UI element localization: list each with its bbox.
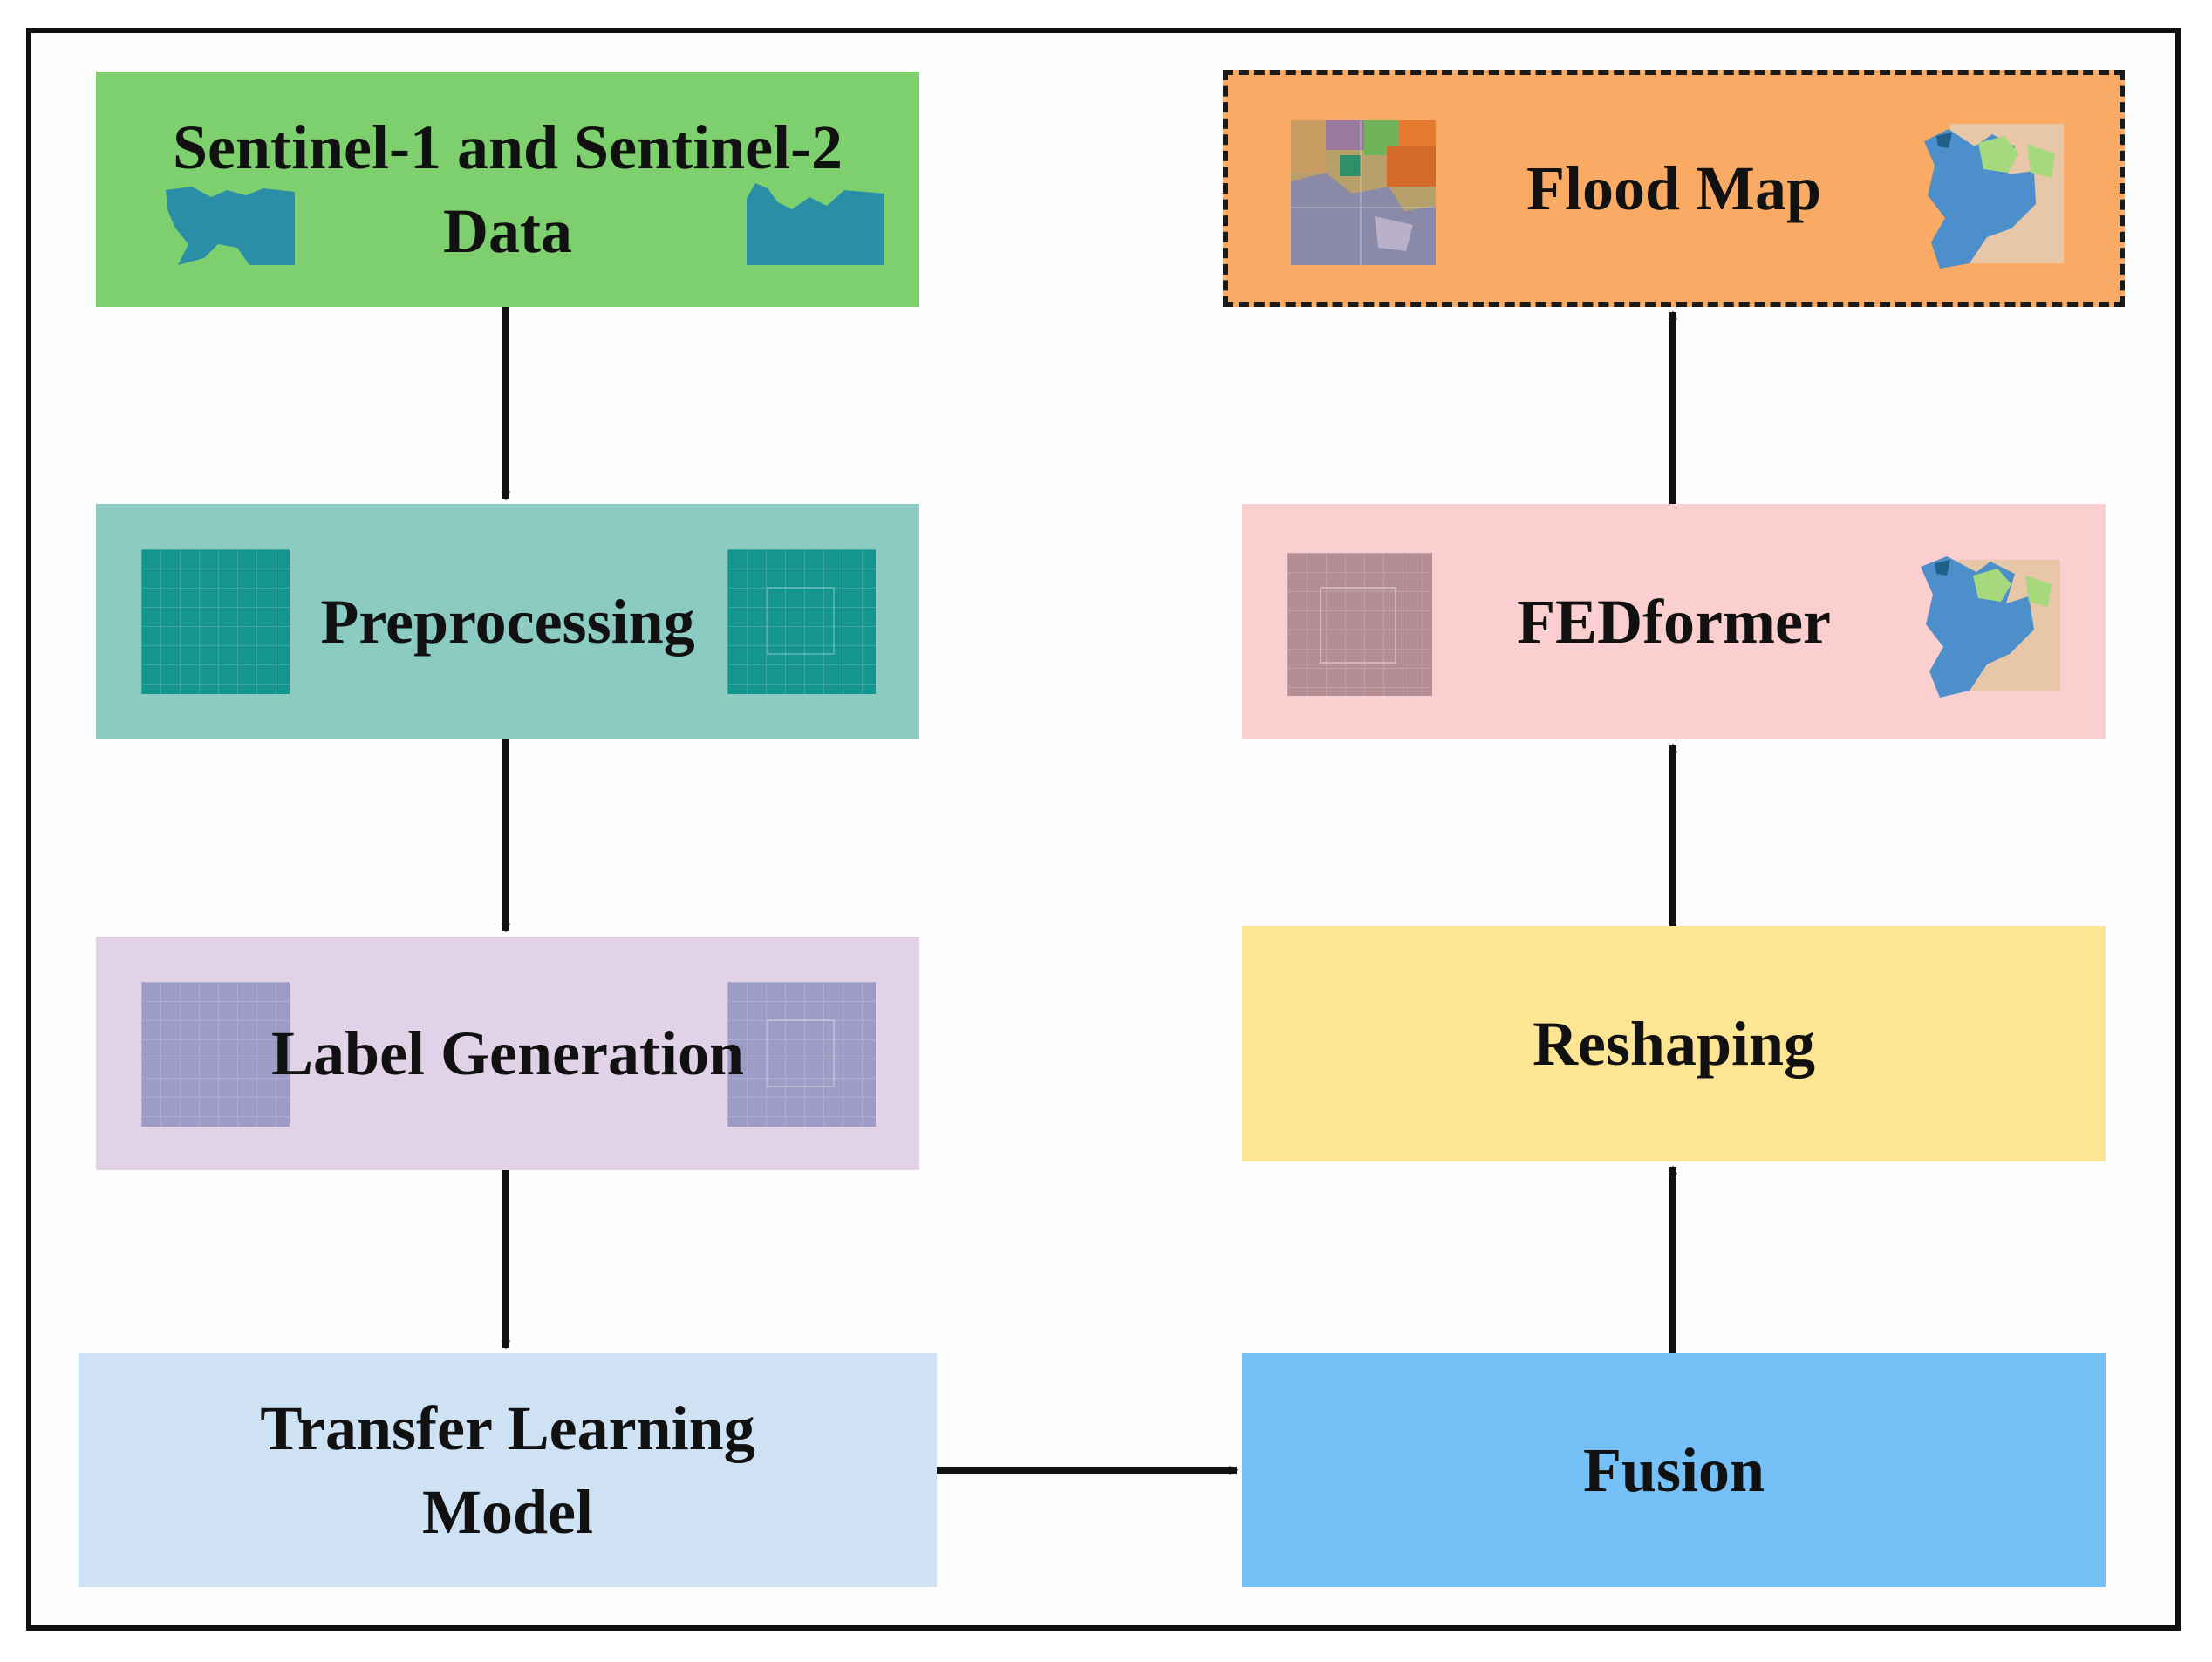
node-label-generation: Label Generation (96, 937, 919, 1170)
node-flood-map: Flood Map (1223, 70, 2125, 307)
grid-tile-icon (141, 549, 290, 694)
grid-tile-icon (727, 549, 876, 694)
flood-map-thumbnail-icon (1924, 124, 2064, 269)
node-transfer-learning-model: Transfer Learning Model (79, 1353, 937, 1587)
water-body-shape-icon (747, 183, 884, 265)
node-preprocessing: Preprocessing (96, 504, 919, 739)
node-fusion: Fusion (1242, 1353, 2106, 1587)
node-label: Sentinel-1 and Sentinel-2 Data (172, 112, 843, 266)
node-fedformer: FEDformer (1242, 504, 2106, 739)
node-sentinel-data: Sentinel-1 and Sentinel-2 Data (96, 72, 919, 307)
node-reshaping: Reshaping (1242, 926, 2106, 1161)
node-label: Label Generation (271, 1018, 744, 1088)
flood-map-thumbnail-icon (1921, 556, 2060, 698)
node-label: Preprocessing (320, 587, 695, 657)
water-body-shape-icon (166, 187, 295, 265)
node-label: Reshaping (1532, 1009, 1816, 1079)
land-cover-map-icon (1291, 120, 1436, 265)
grid-tile-icon (141, 982, 290, 1127)
grid-tile-icon (1287, 553, 1432, 696)
node-label: FEDformer (1517, 587, 1831, 657)
node-label: Transfer Learning Model (260, 1393, 755, 1547)
node-label: Flood Map (1526, 153, 1822, 223)
node-label: Fusion (1582, 1435, 1765, 1505)
grid-tile-icon (727, 982, 876, 1127)
